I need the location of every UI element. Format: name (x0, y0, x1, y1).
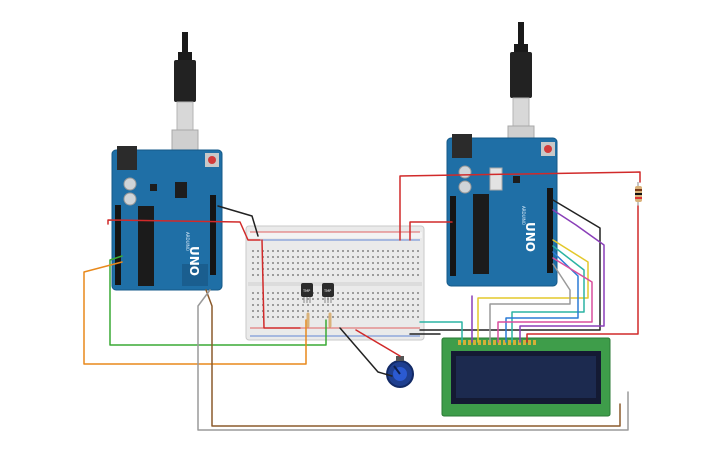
wire-purple (519, 209, 605, 343)
wire-black-left (217, 205, 259, 237)
arduino-left-brand: ARDUINO (185, 232, 190, 251)
arduino-uno-right[interactable]: ARDUINO UNO (446, 134, 558, 287)
potentiometer[interactable] (386, 356, 414, 388)
wire-red-right-2 (409, 221, 453, 241)
wire-red-right (399, 171, 641, 241)
wire-red-bb (261, 239, 301, 329)
wire-green (109, 255, 327, 346)
tmp-sensor-1[interactable]: TMP (301, 283, 313, 303)
wire-black-right (419, 199, 601, 331)
tmp-sensor-2-label: TMP (323, 289, 331, 293)
wire-red-resistor (526, 205, 639, 343)
arduino-right-brand: ARDUINO (521, 206, 526, 225)
lcd-display[interactable] (441, 337, 611, 417)
wire-pink (497, 257, 593, 343)
arduino-left-model: UNO (187, 246, 201, 276)
wire-yellow (477, 239, 589, 343)
wire-brown (205, 289, 621, 427)
resistor[interactable] (635, 182, 642, 206)
wire-gray-right (489, 263, 571, 343)
arduino-uno-left[interactable]: ARDUINO UNO (111, 146, 223, 291)
wire-teal-bb (419, 321, 463, 343)
wire-red-left (107, 219, 261, 241)
tmp-sensor-1-label: TMP (302, 289, 310, 293)
lcd-header-pins (458, 340, 536, 345)
wire-gray-bottom (197, 289, 629, 431)
breadboard-holes (252, 250, 419, 318)
wire-orange (83, 261, 307, 365)
arduino-right-model: UNO (523, 222, 537, 252)
wire-black-bb (339, 327, 393, 377)
tmp-sensor-2[interactable]: TMP (322, 283, 334, 303)
usb-cable-left (171, 32, 199, 167)
wire-red-pot (355, 329, 401, 357)
breadboard[interactable] (245, 225, 425, 341)
wires (83, 171, 641, 431)
